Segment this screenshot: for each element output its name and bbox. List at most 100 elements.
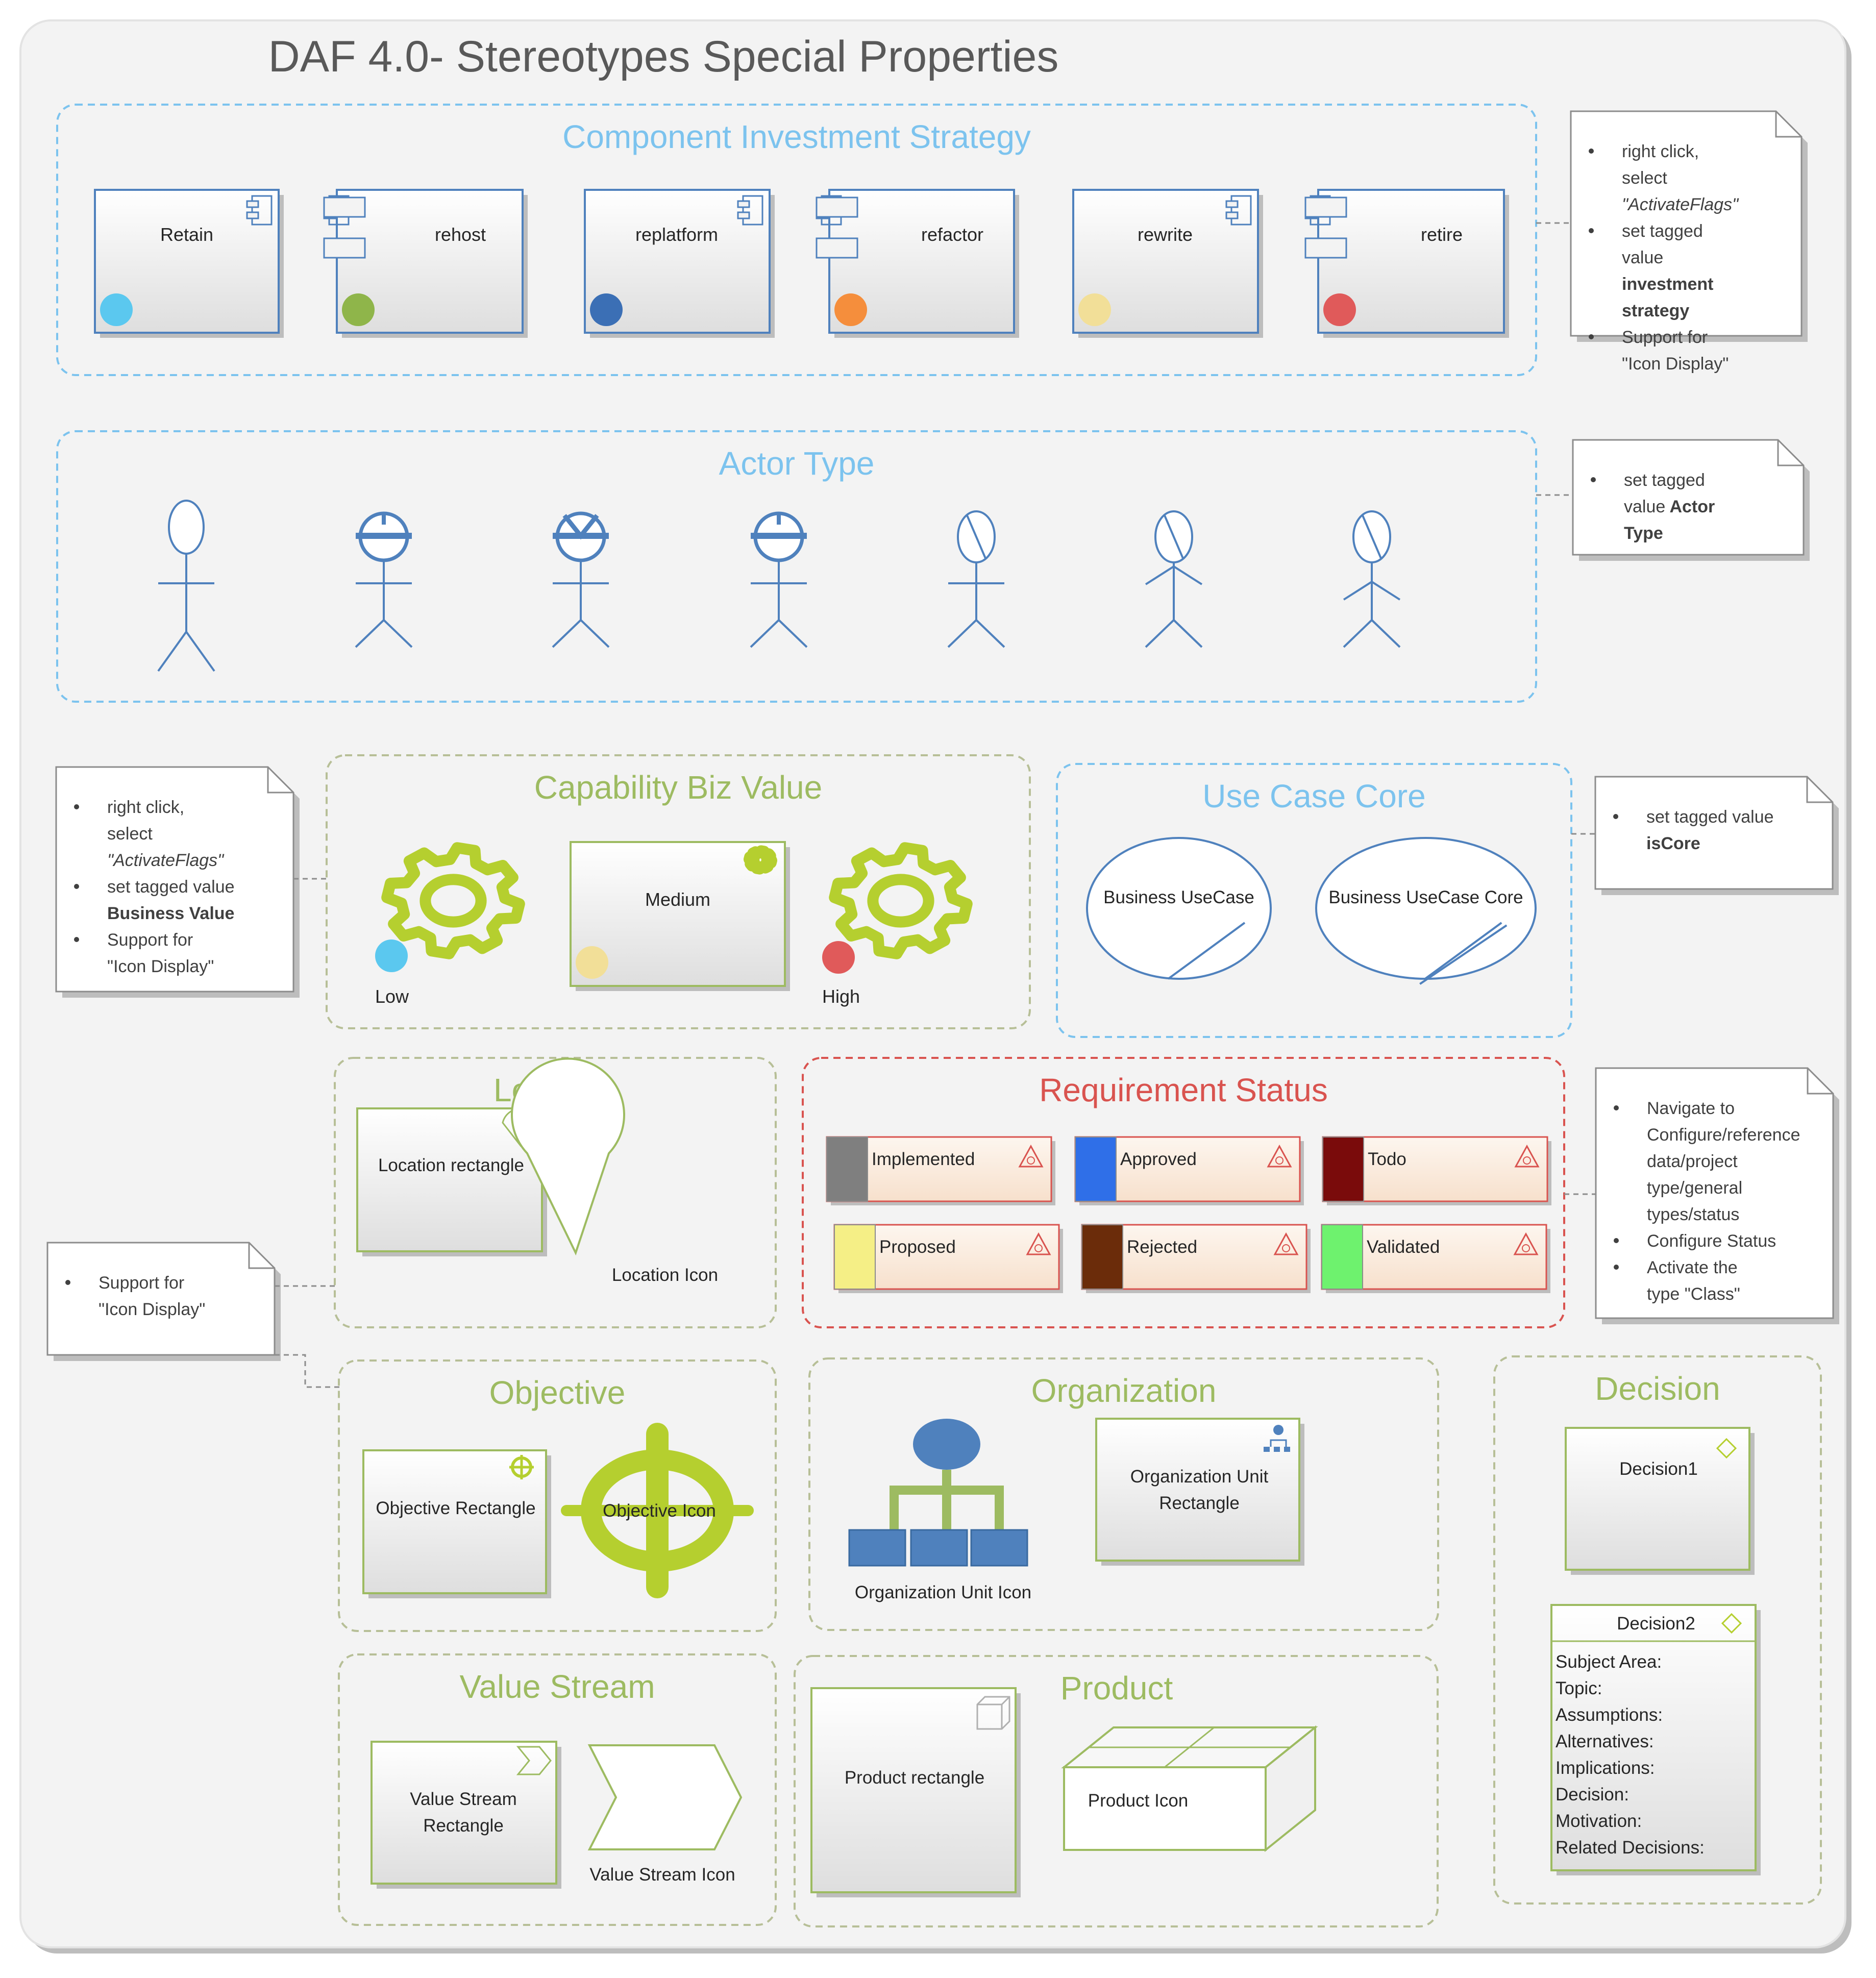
decision1-box[interactable]: [1565, 1427, 1750, 1571]
requirement-validated[interactable]: Validated: [1321, 1224, 1550, 1293]
gear-icon: [381, 842, 525, 959]
requirement-label: Proposed: [879, 1237, 956, 1257]
component-rehost[interactable]: rehost: [323, 189, 528, 338]
status-dot-icon: [1078, 293, 1111, 326]
plain-actor-icon[interactable]: [157, 500, 215, 672]
actor-type-frame-title: Actor Type: [719, 445, 875, 482]
note-line: strategy: [1622, 301, 1689, 320]
helmet-actor-icon[interactable]: [750, 511, 808, 648]
status-dot-icon: [576, 946, 608, 979]
requirement-proposed[interactable]: Proposed: [833, 1224, 1063, 1293]
requirement-status-frame-title: Requirement Status: [1039, 1072, 1328, 1108]
product-icon[interactable]: Product Icon: [1061, 1725, 1318, 1852]
value-stream-rect-box[interactable]: [371, 1741, 557, 1885]
component-icon-tab: [1225, 200, 1239, 208]
actor-leg: [778, 619, 808, 648]
component-investment-frame-border: [56, 104, 1537, 376]
component-retain[interactable]: Retain: [94, 189, 284, 338]
actor-leg: [552, 619, 582, 648]
product-rectangle[interactable]: Product rectangle: [810, 1687, 1021, 1897]
capability-medium[interactable]: Medium: [570, 841, 790, 991]
org-chart-icon-node: [1264, 1447, 1270, 1452]
v-helmet-actor-icon[interactable]: [552, 511, 610, 648]
requirement-status-note[interactable]: Navigate toConfigure/referencedata/proje…: [1595, 1067, 1839, 1324]
organization-icon[interactable]: Organization Unit Icon: [848, 1419, 1031, 1602]
use-case-core-frame-border: [1056, 763, 1572, 1038]
decision2-field: Topic:: [1556, 1678, 1602, 1698]
requirement-approved[interactable]: Approved: [1074, 1136, 1304, 1205]
objective-icon[interactable]: Objective Icon: [561, 1423, 754, 1598]
component-rewrite[interactable]: rewrite: [1072, 189, 1263, 338]
requirement-implemented[interactable]: Implemented: [826, 1136, 1055, 1205]
capability-high[interactable]: High: [822, 842, 973, 1007]
requirement-status-note-body: [1595, 1067, 1834, 1319]
objective-rectangle[interactable]: Objective Rectangle: [362, 1449, 551, 1598]
requirement-label: Implemented: [872, 1149, 975, 1169]
actor-slash: [1164, 515, 1184, 559]
requirement-icon-dot: [1027, 1156, 1035, 1165]
component-box[interactable]: [1317, 189, 1505, 334]
requirement-todo[interactable]: Todo: [1322, 1136, 1551, 1205]
decision2-box[interactable]: [1550, 1604, 1757, 1871]
icon-display-note[interactable]: Support for"Icon Display": [46, 1242, 281, 1361]
note-line: types/status: [1647, 1205, 1739, 1224]
requirement-label: Approved: [1120, 1149, 1197, 1169]
component-refactor[interactable]: refactor: [816, 189, 1019, 338]
objective-rect-box[interactable]: [362, 1449, 547, 1594]
actor-arms: [1145, 565, 1203, 585]
objective-frame-border: [338, 1359, 777, 1632]
org-chart-icon-node: [1274, 1447, 1280, 1452]
product-rect-box[interactable]: [810, 1687, 1017, 1893]
component-icon-tab: [246, 200, 259, 208]
org-connector: [890, 1486, 1004, 1531]
component-replatform[interactable]: replatform: [584, 189, 775, 338]
note-line: "Icon Display": [1622, 354, 1729, 374]
location-frame-border: [334, 1057, 777, 1328]
decision1-label: Decision1: [1619, 1459, 1698, 1479]
slashed-actor-icon[interactable]: [1343, 510, 1401, 648]
component-investment-note[interactable]: right click,select"ActivateFlags"set tag…: [1570, 110, 1808, 374]
value-stream-frame-title: Value Stream: [460, 1668, 655, 1705]
product-rect-label: Product rectangle: [845, 1768, 984, 1788]
box-icon: [976, 1696, 1010, 1730]
slashed-actor-icon[interactable]: [1145, 510, 1203, 648]
component-label: Retain: [160, 224, 213, 245]
capability-note[interactable]: right click,select"ActivateFlags"set tag…: [55, 766, 300, 998]
diagram-title: DAF 4.0- Stereotypes Special Properties: [268, 32, 1059, 81]
component-icon-tab: [1225, 211, 1239, 219]
capability-low[interactable]: Low: [375, 842, 525, 1007]
note-line: Navigate to: [1647, 1099, 1735, 1118]
location-icon[interactable]: Location Icon: [511, 1057, 718, 1285]
component-investment-frame-title: Component Investment Strategy: [562, 118, 1031, 155]
note-line: value: [1622, 248, 1663, 267]
decision2-field: Decision:: [1556, 1785, 1629, 1804]
use-case-1[interactable]: Business UseCase: [1086, 837, 1272, 980]
note-line: set tagged: [1624, 471, 1705, 490]
slashed-actor-icon[interactable]: [947, 510, 1005, 648]
bullet-icon: [74, 804, 79, 809]
gear-icon-hub: [419, 874, 487, 928]
actor-leg: [157, 631, 187, 672]
component-retire[interactable]: retire: [1304, 189, 1509, 338]
requirement-rejected[interactable]: Rejected: [1081, 1224, 1311, 1293]
note-line: "ActivateFlags": [1622, 195, 1739, 214]
note-line: value Actor: [1624, 497, 1715, 516]
note-line: Configure/reference: [1647, 1125, 1800, 1145]
use-case-2[interactable]: Business UseCase Core: [1315, 837, 1537, 985]
organization-frame-border: [808, 1357, 1439, 1631]
use-case-ellipse: [1315, 837, 1537, 980]
helmet-actor-icon[interactable]: [355, 511, 413, 648]
value-stream-icon[interactable]: Value Stream Icon: [587, 1744, 743, 1885]
actor-type-frame-border: [56, 430, 1537, 703]
organization-rect-box[interactable]: [1095, 1418, 1300, 1562]
actor-type-note-body: [1572, 439, 1805, 556]
decision1[interactable]: Decision1: [1565, 1427, 1755, 1575]
decision2-label: Decision2: [1617, 1614, 1695, 1634]
location-rect-box[interactable]: [356, 1107, 543, 1252]
